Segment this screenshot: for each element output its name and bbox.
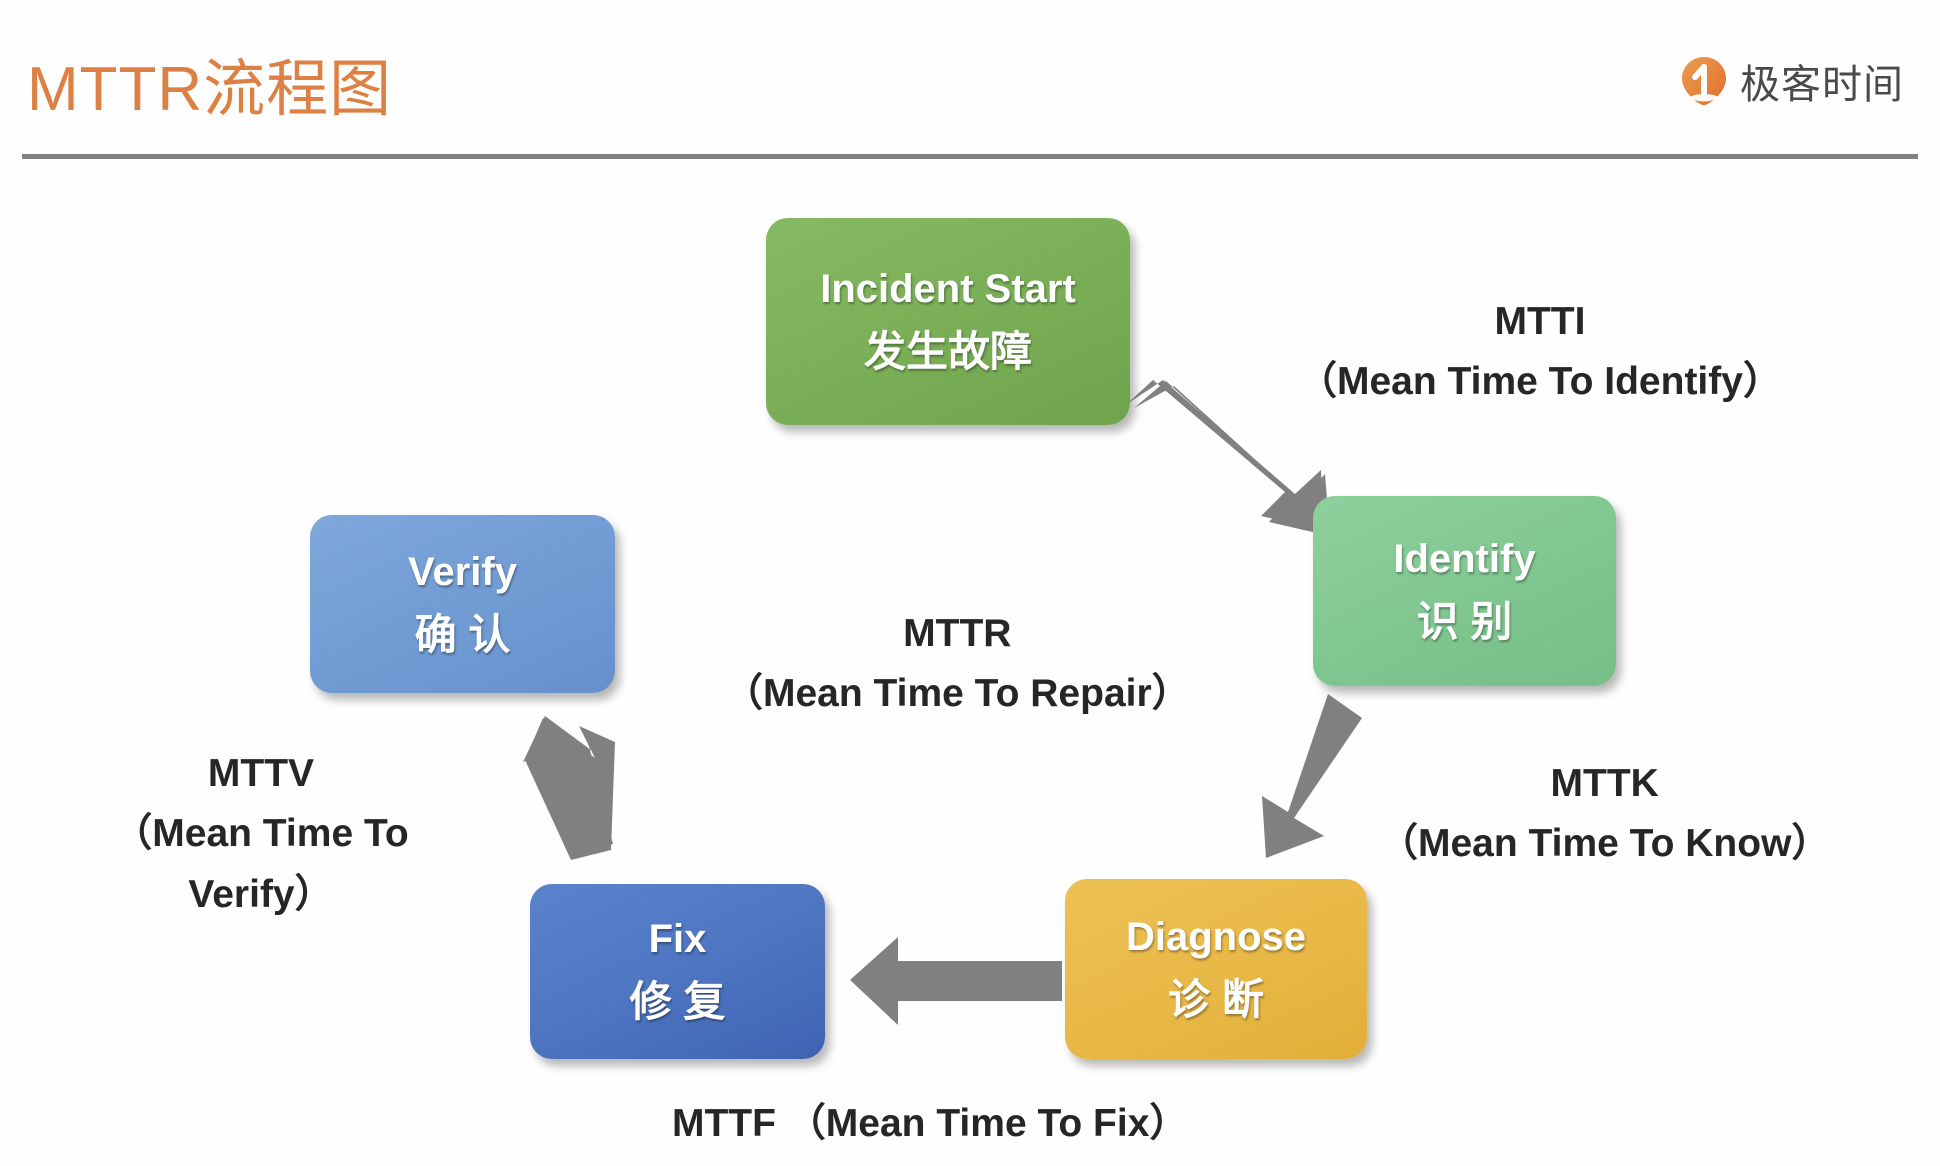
caption-mtti-abbr: MTTI <box>1494 300 1586 343</box>
caption-mttr-abbr: MTTR <box>903 612 1012 655</box>
node-incident-start-zh: 发生故障 <box>863 328 1032 376</box>
caption-mtti: MTTI （Mean Time To Identify） <box>1298 292 1782 413</box>
arrow-fix-to-verify <box>523 716 615 860</box>
caption-mttk-full: （Mean Time To Know） <box>1379 822 1831 866</box>
node-diagnose-en: Diagnose <box>1125 914 1307 959</box>
brand-logo: 极客时间 <box>1678 52 1904 110</box>
geektime-pin-icon <box>1682 57 1726 106</box>
node-diagnose[interactable]: Diagnose 诊 断 <box>1065 879 1367 1059</box>
node-identify[interactable]: Identify 识 别 <box>1313 496 1616 686</box>
caption-mttr-full: （Mean Time To Repair） <box>724 672 1191 716</box>
caption-mtti-full: （Mean Time To Identify） <box>1298 360 1782 404</box>
caption-mttf: MTTF （Mean Time To Fix） <box>672 1102 1189 1145</box>
brand-logo-text: 极客时间 <box>1740 63 1904 107</box>
caption-mttk: MTTK （Mean Time To Know） <box>1379 754 1830 875</box>
page-title: MTTR流程图 <box>27 55 393 124</box>
arrow-diagnose-to-fix <box>850 937 1062 1025</box>
node-verify[interactable]: Verify 确 认 <box>310 515 615 693</box>
node-fix[interactable]: Fix 修 复 <box>530 884 825 1059</box>
node-incident-start-en: Incident Start <box>820 267 1076 312</box>
node-diagnose-zh: 诊 断 <box>1168 975 1264 1023</box>
caption-mttk-abbr: MTTK <box>1550 762 1659 805</box>
caption-mttv-full: （Mean Time To Verify） <box>113 812 409 916</box>
caption-mttv-abbr: MTTV <box>207 752 315 795</box>
header-divider <box>22 154 1918 159</box>
node-verify-zh: 确 认 <box>414 610 511 658</box>
caption-mttv: MTTV （Mean Time To Verify） <box>96 744 426 925</box>
node-fix-en: Fix <box>648 917 707 962</box>
node-verify-en: Verify <box>408 549 517 594</box>
node-incident-start[interactable]: Incident Start 发生故障 <box>766 218 1130 425</box>
node-fix-zh: 修 复 <box>629 978 726 1026</box>
node-identify-en: Identify <box>1393 536 1536 581</box>
caption-mttr: MTTR （Mean Time To Repair） <box>724 604 1191 725</box>
node-identify-zh: 识 别 <box>1416 597 1513 645</box>
